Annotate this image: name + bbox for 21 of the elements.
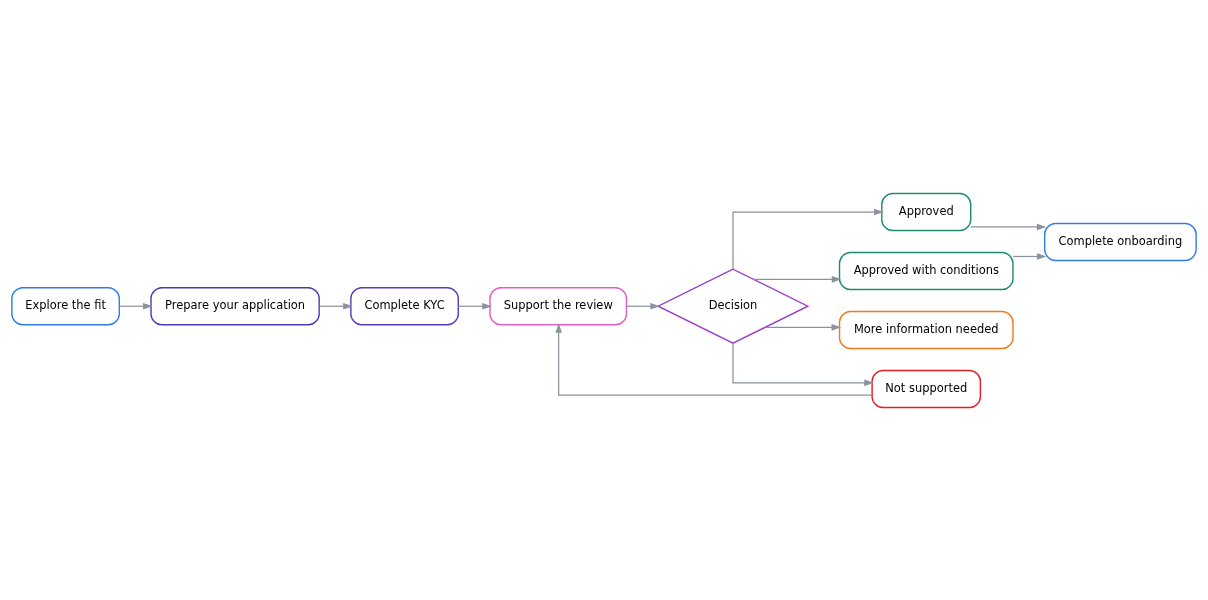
arrow [118, 302, 153, 310]
node-box: Not supported [871, 369, 982, 408]
arrow [970, 223, 1047, 230]
node-box: Approved with conditions [838, 251, 1014, 290]
node-box: Support the review [489, 286, 628, 325]
node-box: More information needed [838, 310, 1014, 349]
node-box: Explore the fit [11, 286, 120, 325]
node-diamond: Decision [656, 267, 810, 344]
arrow [753, 275, 842, 283]
arrow [555, 322, 873, 396]
arrow [318, 302, 353, 310]
arrow [764, 323, 842, 331]
arrow [732, 342, 874, 386]
arrow [625, 302, 660, 310]
arrow [457, 302, 492, 310]
arrow [732, 208, 884, 270]
arrow [1012, 252, 1047, 260]
node-box: Complete KYC [350, 286, 459, 325]
node-box: Approved [881, 192, 972, 231]
node-box: Complete onboarding [1043, 222, 1197, 261]
node-box: Prepare your application [150, 286, 320, 325]
